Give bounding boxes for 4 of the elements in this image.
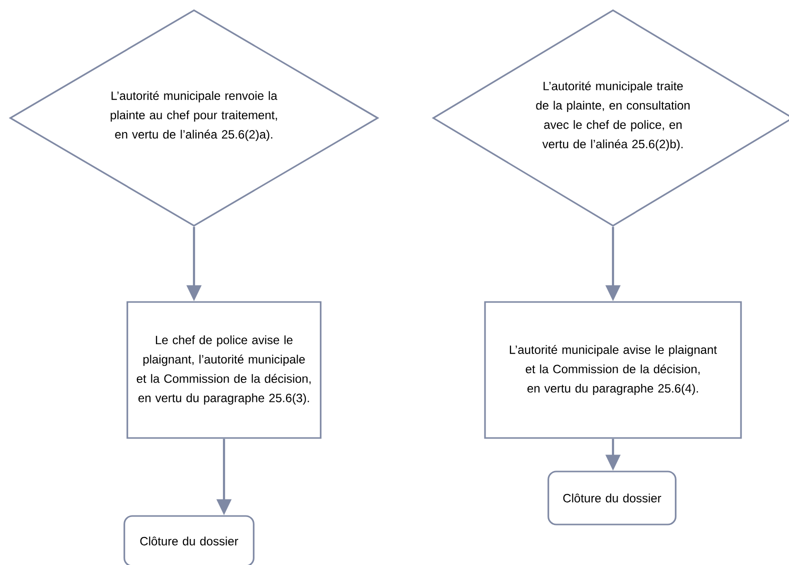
- process-box: Le chef de police avise le plaignant, l’autorité municipale et la Commission de la décision, en vertu du paragraphe 25.6(3).: [126, 301, 322, 439]
- terminal-box: Clôture du dossier: [548, 470, 676, 526]
- terminal-box: Clôture du dossier: [124, 515, 254, 565]
- process-box: L’autorité municipale avise le plaignant et la Commission de la décision, en vertu du paragraphe 25.6(4).: [484, 301, 742, 439]
